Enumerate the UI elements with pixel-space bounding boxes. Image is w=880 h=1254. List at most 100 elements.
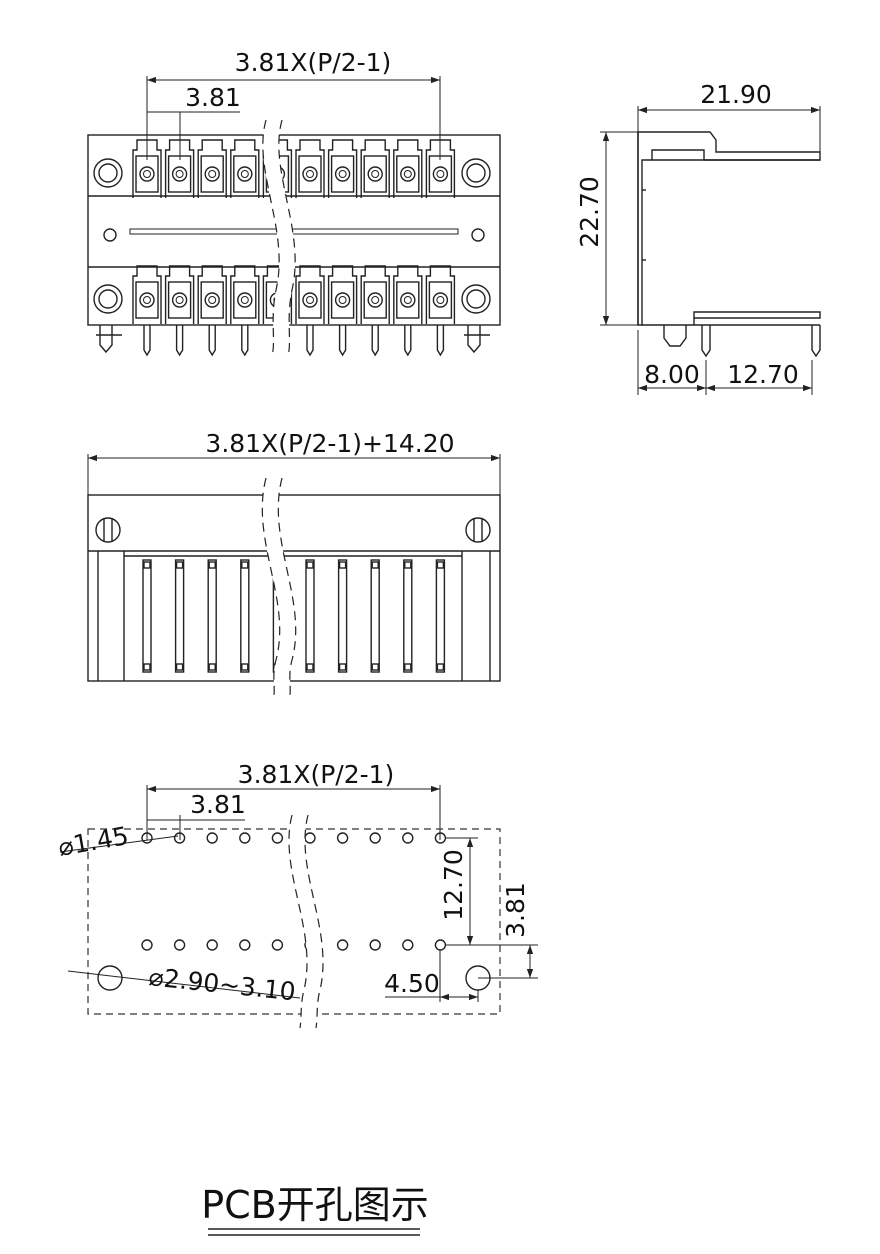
pin — [404, 325, 412, 357]
terminal-icon — [164, 265, 195, 324]
contact-slot — [207, 559, 217, 673]
side-view: 21.90 22.70 8.00 12.70 — [575, 80, 821, 395]
dim-label-height: 22.70 — [575, 176, 604, 248]
pcb-hole — [369, 832, 381, 844]
break-line — [261, 477, 281, 696]
mount-hole — [97, 965, 123, 991]
break-line — [262, 119, 280, 357]
pcb-hole — [173, 832, 186, 844]
top-view: 3.81X(P/2-1) 3.81 — [87, 48, 501, 357]
contact-slot — [435, 559, 446, 673]
contact-slot — [305, 559, 315, 673]
dim-label-right: 12.70 — [727, 360, 799, 389]
contact-slot — [174, 559, 185, 673]
dim-label-row-spacing: 12.70 — [439, 849, 468, 921]
pcb-hole — [206, 832, 218, 844]
side-body — [637, 131, 821, 326]
pin — [306, 325, 314, 357]
pcb-hole-rows — [141, 832, 447, 951]
dim-label-span: 3.81X(P/2-1) — [235, 48, 392, 77]
front-body — [87, 494, 501, 682]
leader-mount-hole — [67, 970, 301, 999]
terminal-icon — [327, 139, 358, 198]
dim-label-pitch: 3.81 — [185, 83, 241, 112]
pin — [143, 325, 151, 357]
pcb-hole — [141, 832, 153, 844]
dim-label-mount-offset-x: 4.50 — [384, 969, 440, 998]
contact-slot — [142, 559, 152, 673]
break-line — [277, 477, 297, 696]
terminal-icon — [230, 139, 260, 198]
pcb-hole — [336, 832, 349, 844]
caption-text: PCB开孔图示 — [201, 1183, 429, 1227]
terminal-icon — [164, 139, 195, 198]
break-line — [288, 814, 308, 1029]
retention-clip — [467, 325, 481, 354]
terminal-icon — [425, 139, 456, 198]
terminal-icon — [197, 265, 227, 324]
dim-label-hole: ⌀1.45 — [56, 821, 131, 862]
pcb-hole — [173, 939, 186, 951]
terminal-icon — [360, 265, 390, 324]
break-line — [278, 119, 296, 357]
pin — [338, 325, 347, 357]
terminal-icon — [393, 139, 423, 198]
pcb-hole — [271, 832, 284, 844]
pin — [436, 325, 445, 357]
contact-slot — [337, 559, 348, 673]
dim-label-left: 8.00 — [644, 360, 700, 389]
front-view: 3.81X(P/2-1)+14.20 — [87, 429, 501, 696]
pin — [371, 325, 379, 357]
terminal-icon — [360, 139, 390, 198]
terminal-icon — [197, 139, 227, 198]
terminal-icon — [295, 139, 325, 198]
pcb-hole — [141, 939, 153, 951]
screw-icon — [95, 517, 491, 543]
dim-label-pitch: 3.81 — [190, 790, 246, 819]
break-line — [304, 814, 324, 1029]
dim-label-width: 21.90 — [700, 80, 772, 109]
pcb-hole — [304, 832, 316, 844]
pcb-pins — [143, 325, 445, 357]
pcb-view: 3.81X(P/2-1) 3.81 ⌀1.45 12.70 3.81 ⌀2.90… — [56, 760, 538, 1029]
pcb-hole — [402, 939, 414, 951]
dim-label-span: 3.81X(P/2-1) — [238, 760, 395, 789]
terminal-icon — [295, 265, 325, 324]
dim-label-mount-offset-y: 3.81 — [501, 882, 530, 938]
pin — [241, 325, 249, 357]
pcb-hole — [369, 939, 381, 951]
pin — [208, 325, 216, 357]
pin — [175, 325, 184, 357]
contact-slot — [240, 559, 250, 673]
side-pin — [701, 325, 711, 358]
dim-label-total: 3.81X(P/2-1)+14.20 — [205, 429, 454, 458]
connector-body — [87, 134, 501, 326]
terminal-icon — [393, 265, 423, 324]
pcb-hole — [434, 939, 447, 951]
pcb-hole — [206, 939, 218, 951]
mount-hole — [103, 228, 117, 242]
terminal-icon — [230, 265, 260, 324]
contact-slot — [403, 559, 413, 673]
terminal-icon — [132, 139, 162, 198]
side-pin — [811, 325, 821, 358]
terminal-icon — [425, 265, 456, 324]
terminal-row-lower — [132, 265, 456, 324]
contact-slot — [370, 559, 380, 673]
retention-clip — [99, 325, 113, 354]
caption: PCB开孔图示 — [201, 1183, 429, 1236]
latch-groove — [129, 228, 459, 235]
terminal-row-upper — [132, 139, 456, 198]
pcb-hole — [271, 939, 284, 951]
pcb-hole — [336, 939, 349, 951]
pcb-hole — [239, 939, 251, 951]
side-clip — [663, 325, 687, 347]
terminal-icon — [327, 265, 358, 324]
pcb-hole — [402, 832, 414, 844]
dim-label-mount-hole: ⌀2.90~3.10 — [147, 962, 297, 1006]
pcb-hole — [239, 832, 251, 844]
screw-icon — [93, 158, 491, 314]
terminal-icon — [132, 265, 162, 324]
mount-hole — [471, 228, 485, 242]
